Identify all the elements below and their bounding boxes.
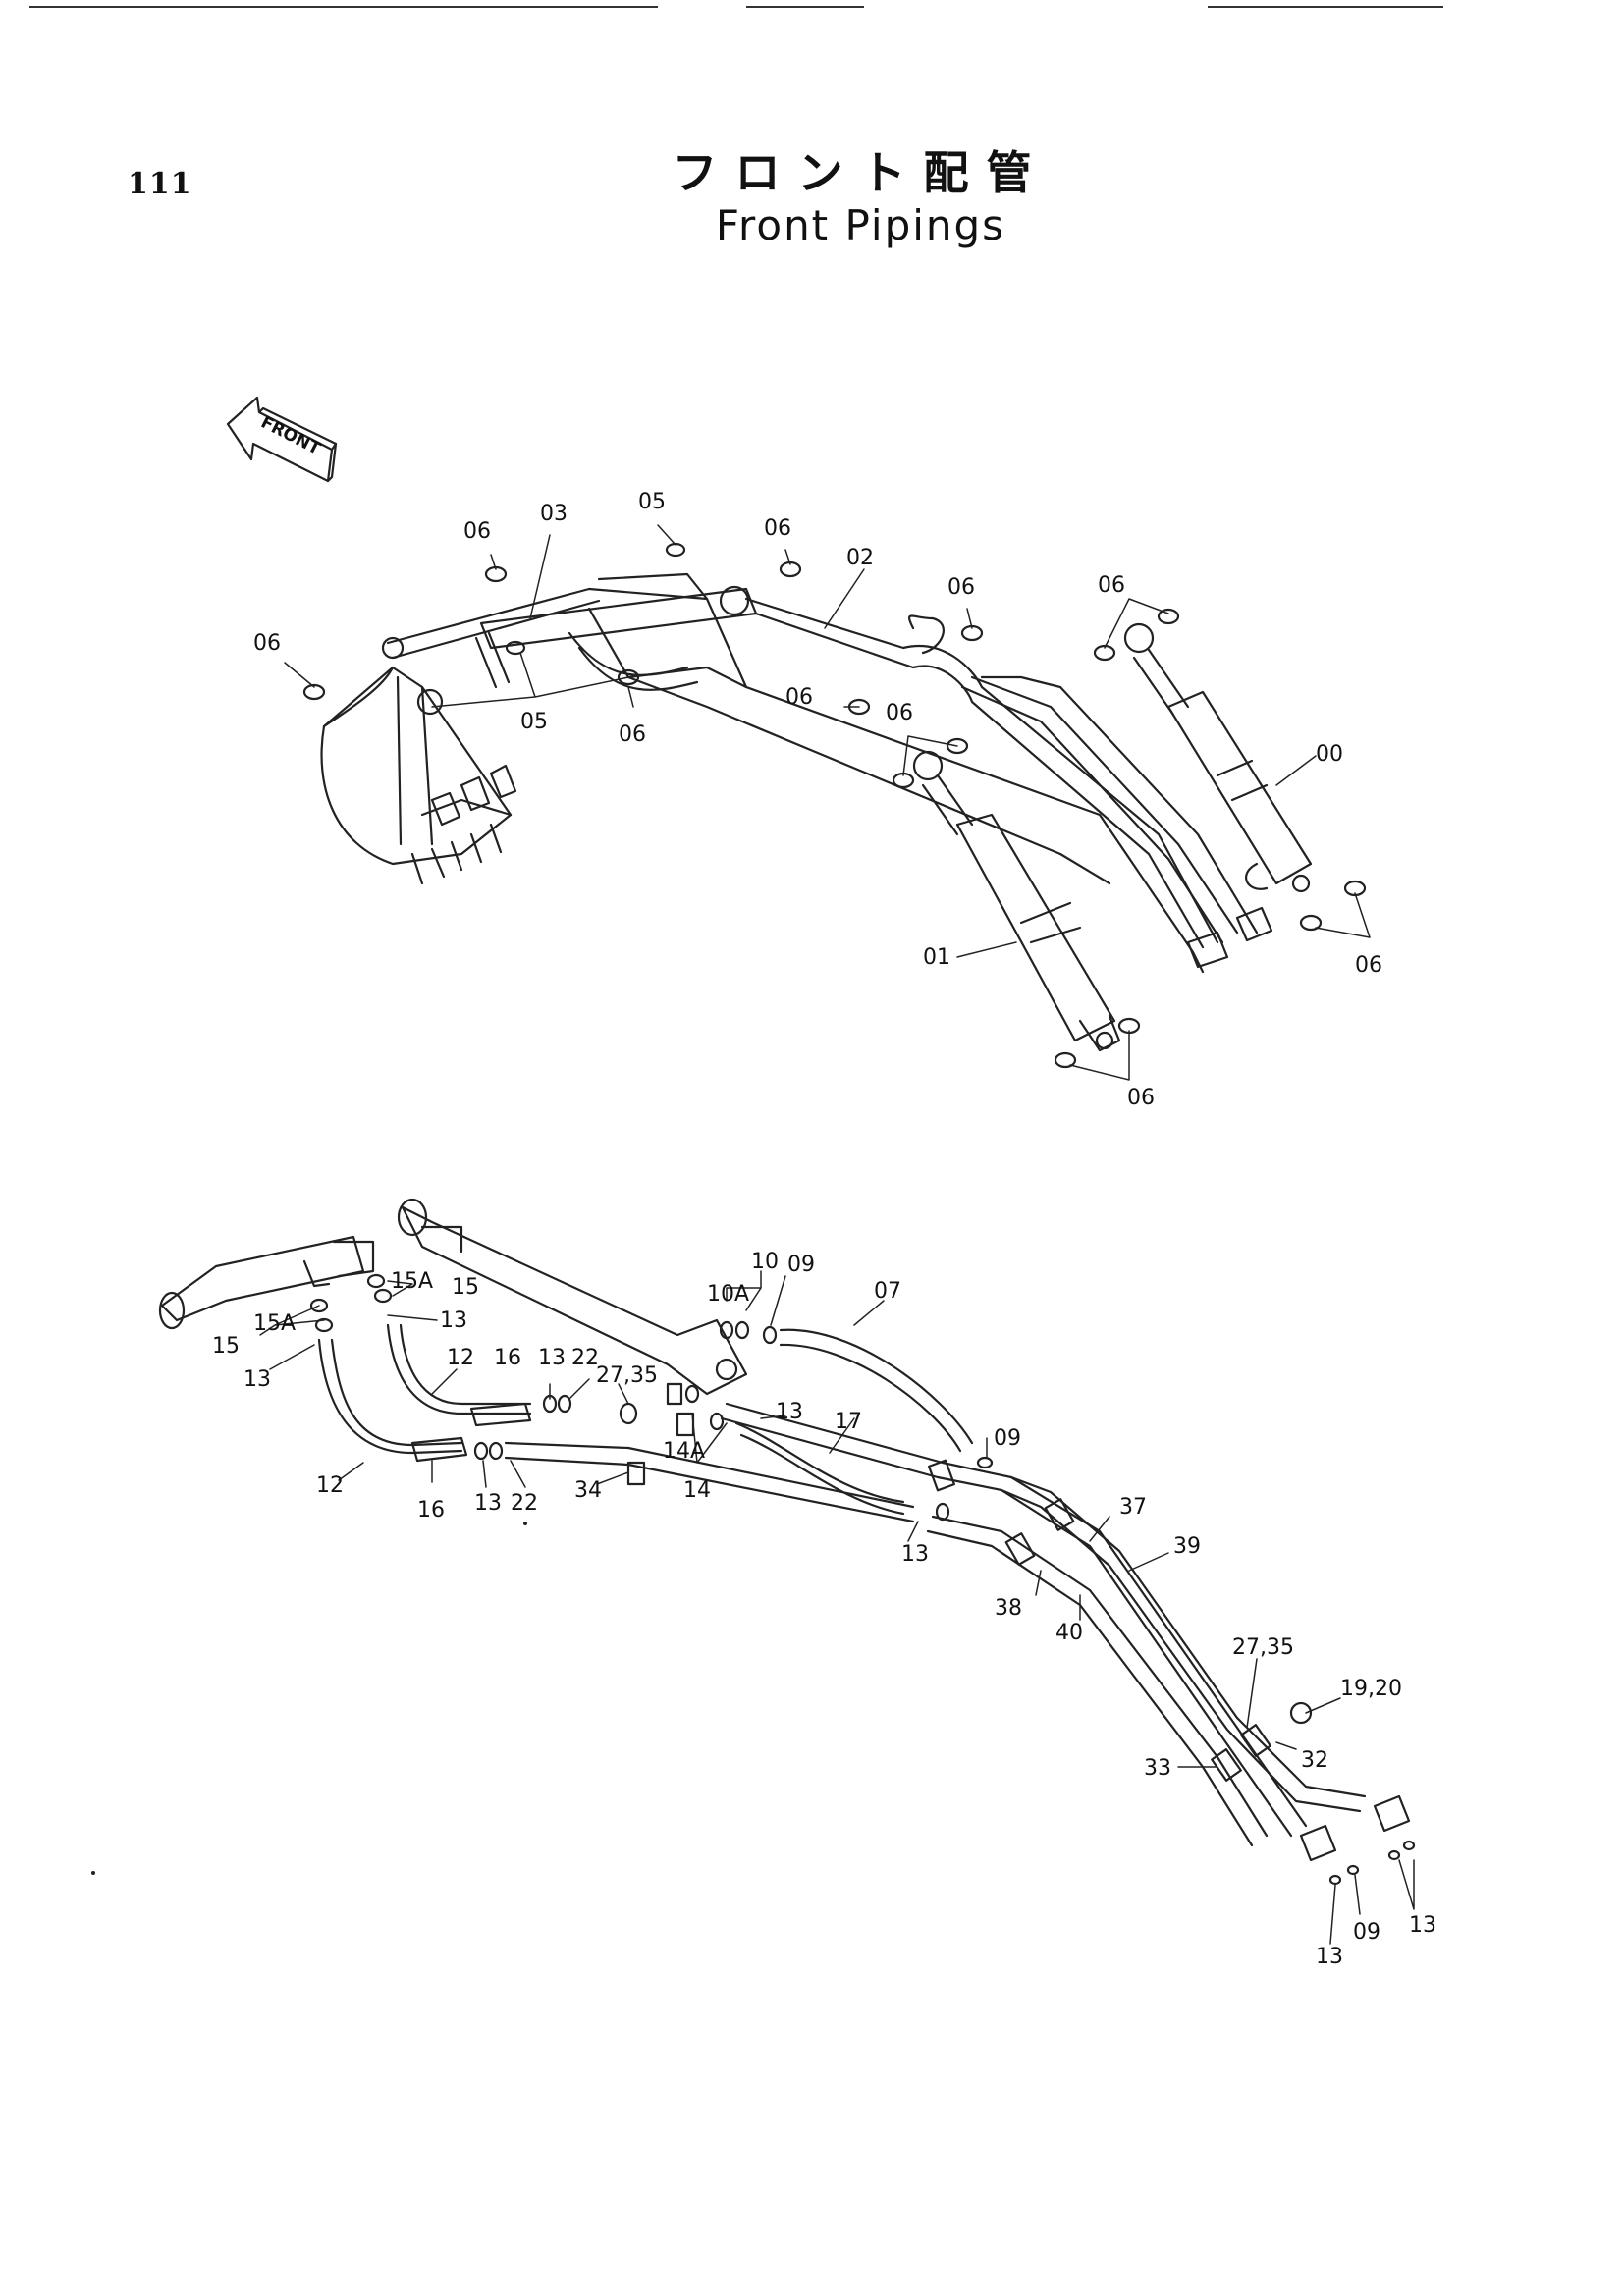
part-label: 34 [574,1478,602,1503]
stray-mark [523,1522,527,1525]
part-label: 15 [452,1275,479,1300]
boom-cylinder [912,750,1121,1052]
part-label: 12 [316,1473,344,1498]
part-label: 16 [494,1346,521,1370]
leader-lines [284,524,1371,1081]
pipe-fittings [1299,1794,1411,1862]
part-label: 00 [1316,742,1343,767]
part-label: 15A [253,1311,296,1336]
part-label: 22 [511,1491,538,1516]
part-label: 09 [1353,1920,1380,1945]
part-label: 05 [638,490,666,514]
pipe-clamp [626,1382,1271,1782]
header-rule [1208,6,1443,8]
part-label: 39 [1173,1534,1201,1559]
hose-17 [734,1421,905,1516]
bucket [320,666,517,885]
part-label: 13 [1409,1913,1436,1938]
part-label: 02 [846,546,874,570]
boom-cylinder-bottom [397,1198,748,1396]
part-label: 15 [212,1334,240,1359]
part-label: 10A [707,1282,749,1307]
part-label: 06 [619,722,646,747]
o-ring-icon [309,1273,1416,1886]
front-arrow-icon [226,396,338,483]
arm-cylinder-00 [1123,622,1313,893]
hose-fitting [469,1402,532,1427]
part-label: 22 [571,1346,599,1370]
part-label: 13 [474,1491,502,1516]
page-title-japanese: フロント配管 [672,146,1050,199]
elbow-fitting [1289,1701,1313,1725]
part-label: 06 [785,685,813,710]
part-label: 06 [1098,573,1125,598]
part-label: 06 [253,631,281,656]
arm-cylinder [479,587,758,650]
boom-pipes [744,597,1259,949]
part-label: 13 [1316,1945,1343,1969]
page-title: Front Pipings [715,201,1006,249]
header-rule [29,6,658,8]
part-label: 06 [764,516,791,541]
part-label: 13 [243,1367,271,1392]
part-label: 06 [886,701,913,725]
link-pin [381,636,405,660]
arm-cylinder-bottom [158,1235,375,1330]
part-label: 14A [663,1439,705,1464]
bucket-link [386,587,601,660]
hose-12-right [386,1323,532,1415]
page-number: 111 [128,167,192,201]
cylinder-eye [719,585,750,616]
part-label: 17 [835,1410,862,1434]
top-part-labels: 06 03 05 06 02 06 06 06 05 06 06 06 00 0… [253,490,1382,1110]
part-label: 38 [995,1596,1022,1621]
part-label: 06 [1127,1086,1155,1110]
stray-mark [91,1871,95,1875]
part-label: 27,35 [596,1363,658,1388]
part-label: 06 [463,519,491,544]
part-label: 40 [1055,1621,1083,1645]
header-rule [746,6,864,8]
hose-07 [779,1328,974,1453]
front-label: FRONT [257,412,323,459]
part-label: 15A [391,1269,433,1294]
side-link [474,631,511,689]
bucket-hose [568,631,699,691]
part-label: 37 [1119,1495,1147,1520]
part-label: 06 [1355,953,1382,978]
pipe-fittings [1186,906,1273,969]
part-label: 01 [923,945,950,970]
part-label: 33 [1144,1756,1171,1781]
part-label: 13 [901,1542,929,1567]
part-label: 16 [417,1498,445,1522]
part-label: 09 [994,1426,1021,1451]
hose-12-left [317,1338,463,1455]
part-label: 12 [447,1346,474,1370]
leader-lines [259,1270,1415,1945]
part-label: 13 [538,1346,566,1370]
part-label: 19,20 [1340,1677,1402,1701]
part-label: 09 [787,1253,815,1277]
part-label: 14 [683,1478,711,1503]
hose-fitting [410,1436,468,1463]
boom-pipes-bottom [504,1402,1367,1847]
part-label: 03 [540,502,568,526]
part-label: 13 [776,1400,803,1424]
part-label: 32 [1301,1748,1328,1773]
part-label: 13 [440,1308,467,1333]
part-label: 05 [520,710,548,734]
part-label: 07 [874,1279,901,1304]
part-label: 06 [947,575,975,600]
bottom-part-labels: 10 10A 09 07 15A 15 15A 15 13 13 12 16 1… [212,1250,1436,1969]
part-label: 27,35 [1232,1635,1294,1660]
part-label: 10 [751,1250,779,1274]
